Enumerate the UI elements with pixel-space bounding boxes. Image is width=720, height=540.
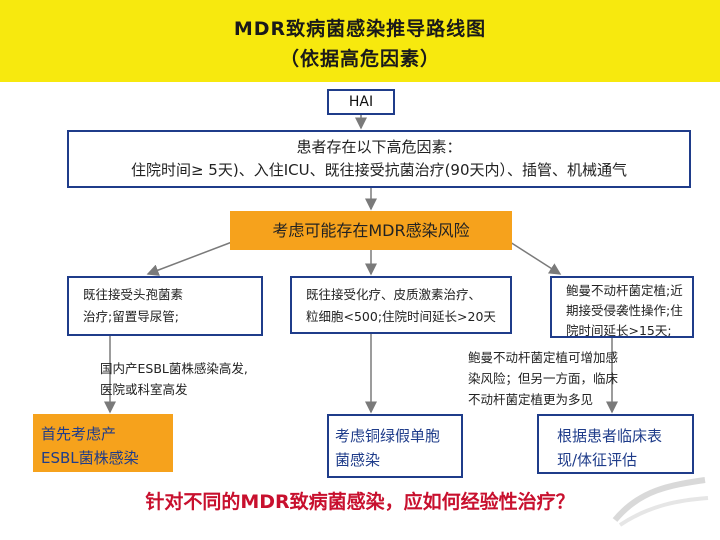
result-right-text-1: 根据患者临床表 [557, 427, 663, 445]
decorative-swoosh-icon [612, 477, 709, 527]
note-right: 鲍曼不动杆菌定植可增加感 染风险；但另一方面，临床 不动杆菌定植更为多见 [468, 347, 618, 410]
branch-mid-text-2: 粒细胞<500;住院时间延长>20天 [306, 309, 496, 324]
branch-right-text-2: 期接受侵袭性操作;住 [566, 303, 683, 318]
note-left: 国内产ESBL菌株感染高发, 医院或科室高发 [100, 358, 248, 400]
result-mid-text-1: 考虑铜绿假单胞 [335, 427, 441, 445]
note-right-text-1: 鲍曼不动杆菌定植可增加感 [468, 350, 619, 365]
risk-factors-list: 住院时间≥ 5天)、入住ICU、既往接受抗菌治疗(90天内）、插管、机械通气 [130, 161, 628, 179]
result-left-text-2: ESBL菌株感染 [41, 449, 139, 467]
branch-left-text-1: 既往接受头孢菌素 [83, 287, 184, 302]
branch-mid-text-1: 既往接受化疗、皮质激素治疗、 [306, 287, 482, 302]
result-mid-box: 考虑铜绿假单胞 菌感染 [327, 414, 463, 478]
result-left-text-1: 首先考虑产 [41, 425, 117, 443]
note-left-text-2: 医院或科室高发 [100, 382, 188, 397]
page-title: MDR致病菌感染推导路线图 [233, 18, 487, 40]
branch-right-box: 鲍曼不动杆菌定植;近 期接受侵袭性操作;住 院时间延长>15天; [550, 276, 694, 338]
branch-right-text-1: 鲍曼不动杆菌定植;近 [566, 283, 683, 298]
note-left-text-1: 国内产ESBL菌株感染高发, [100, 361, 248, 376]
branch-right-text-3: 院时间延长>15天; [566, 323, 672, 338]
note-right-text-2: 染风险；但另一方面，临床 [468, 371, 619, 386]
risk-factors-box: 患者存在以下高危因素： 住院时间≥ 5天)、入住ICU、既往接受抗菌治疗(90天… [67, 130, 691, 188]
page-subtitle: （依据高危因素） [279, 48, 440, 70]
risk-factors-heading: 患者存在以下高危因素： [296, 138, 462, 156]
result-right-box: 根据患者临床表 现/体征评估 [537, 414, 694, 474]
mdr-risk-box: 考虑可能存在MDR感染风险 [230, 211, 512, 250]
result-mid-text-2: 菌感染 [335, 451, 381, 469]
arrow-mdr-to-left [146, 241, 233, 276]
branch-left-box: 既往接受头孢菌素 治疗;留置导尿管; [67, 276, 263, 336]
closing-question: 针对不同的MDR致病菌感染，应如何经验性治疗？ [145, 491, 575, 513]
title-banner: MDR致病菌感染推导路线图 （依据高危因素） [0, 0, 720, 82]
branch-left-text-2: 治疗;留置导尿管; [83, 309, 179, 324]
note-right-text-3: 不动杆菌定植更为多见 [468, 392, 594, 407]
arrow-mdr-to-right [509, 241, 562, 275]
result-right-text-2: 现/体征评估 [557, 451, 638, 469]
hai-box: HAI [327, 89, 395, 115]
result-left-box: 首先考虑产 ESBL菌株感染 [33, 414, 173, 472]
branch-mid-box: 既往接受化疗、皮质激素治疗、 粒细胞<500;住院时间延长>20天 [290, 276, 512, 334]
